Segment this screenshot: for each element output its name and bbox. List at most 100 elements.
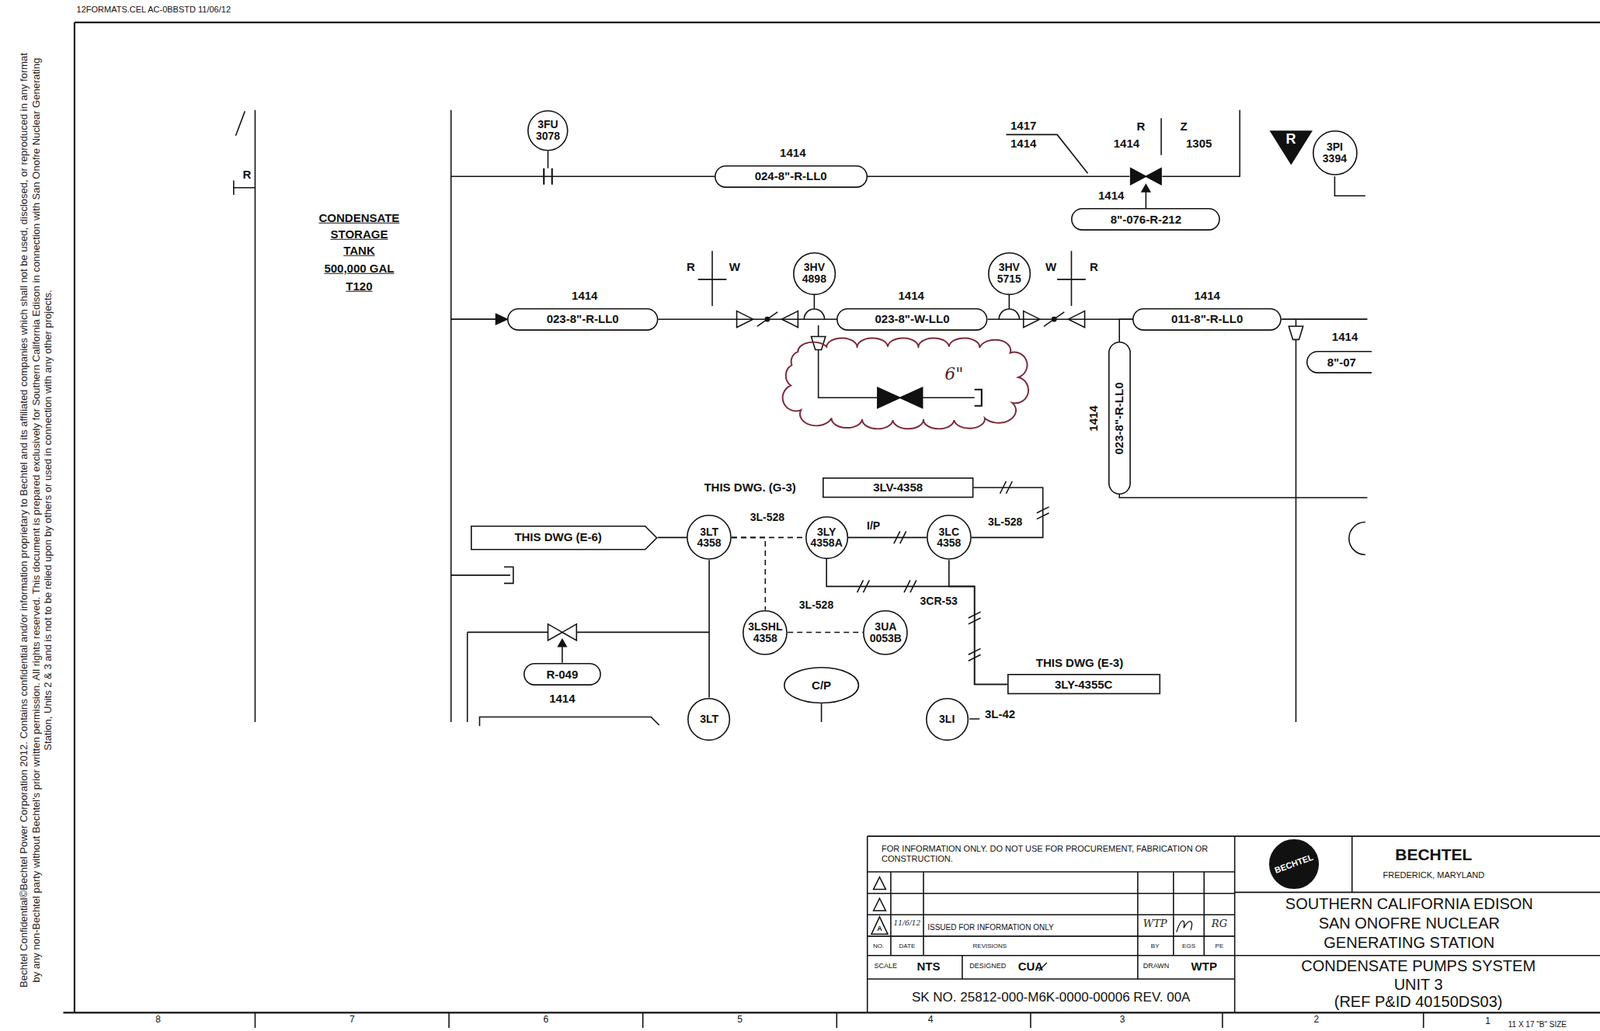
pipe-line [987,318,1134,320]
line-number: 1414 [1332,330,1358,344]
zone-number: 1 [1485,1017,1491,1028]
reducer [1288,326,1303,340]
zone-number: 2 [1313,1015,1319,1026]
tank-tag: T120 [345,280,373,294]
node-text: 3078 [535,130,560,143]
table-header: REVISIONS [973,943,1008,951]
instrument-bubble: 3HV5715 [987,252,1031,296]
zone-number: 3 [1120,1015,1126,1026]
computer-point: C/P [783,667,860,704]
tank-capacity: 500,000 GAL [323,261,394,275]
instrument-bubble: 3LT [687,698,731,741]
node-text: 3PI [1326,141,1343,154]
signal-line [731,537,766,610]
boundary-line [254,110,451,723]
node-text: 3HV [998,261,1020,274]
tag-box: 3LY-4355C [1007,674,1161,695]
signal-line [657,537,687,540]
signal-line [787,632,863,634]
line-tag: 024-8"-R-LL0 [714,165,868,188]
signal-name: 3L-528 [748,512,787,525]
gate-valve [877,387,923,408]
node-shape [507,309,658,331]
company-logo: BECHTEL [1269,839,1319,890]
drawing-frame [62,22,1600,1013]
disclaimer-note: FOR INFORMATION ONLY. DO NOT USE FOR PRO… [881,843,1224,864]
spec-code: W [1045,260,1057,275]
instrument-bubble: 3HV4898 [793,252,836,296]
node-shape [687,515,731,560]
line-number: 1417 [1010,118,1037,133]
valve-stem-arrow [558,640,567,647]
node-shape [925,698,968,741]
revision-date: 11/6/12 [893,920,922,929]
node-shape [524,664,601,686]
node-text: 3LI [939,713,955,726]
zone-number: 4 [928,1015,934,1026]
node-text: 4358 [696,537,721,550]
instrument-tap [547,150,550,168]
line-number: 1414 [1010,137,1037,151]
flow-code: R [243,167,252,181]
node-text: 3LY-4355C [1054,678,1114,692]
zone-number: 8 [155,1015,161,1026]
client-name: SOUTHERN CALIFORNIA EDISON [1285,895,1534,913]
valve-actuator [803,295,825,320]
zone-number: 7 [349,1015,355,1026]
node-shape [1133,309,1281,331]
pipe-line [657,318,837,320]
line-number: 1414 [1087,405,1101,432]
table-cell: CUA [1018,960,1044,974]
signature [1038,921,1192,971]
spec-code: Z [1179,120,1187,134]
valve-stem [1145,191,1148,209]
line-number: 1305 [1186,137,1212,151]
node-shape [927,515,971,560]
plant-name: GENERATING STATION [1323,934,1495,952]
line-tag: 023-8"-W-LL0 [836,308,988,331]
revision-mark: A [876,925,883,934]
table-header: DRAWN [1143,963,1170,972]
node-text: 023-8"-R-LL0 [546,313,620,326]
zone-ticks [254,1012,1423,1029]
flow-element [543,168,553,185]
node-text: 4358 [753,633,778,645]
node-shape [1269,840,1319,889]
signal-line [971,487,1044,538]
signal-name: 3L-42 [984,707,1016,721]
zone-number: 6 [543,1015,550,1026]
spec-code: R [686,260,696,275]
plant-name: SAN ONOFRE NUCLEAR [1318,914,1500,933]
company-name: BECHTEL [1394,845,1472,864]
file-stamp: 12FORMATS.CEL AC-0BBSTD 11/06/12 [76,4,231,14]
node-text: 3LSHL [747,621,783,634]
instrument-bubble: 3FU3078 [527,110,569,152]
node-text: 3LT [699,713,719,726]
instrument-bubble: 3UA0053B [862,610,908,656]
valve-stem [561,645,564,663]
tank-name: STORAGE [330,228,388,242]
node-shape [805,517,848,560]
line-number: 1414 [571,289,598,303]
drawing-reference: (REF P&ID 40150DS03) [1334,993,1503,1011]
line-number: 1414 [1098,189,1124,203]
instrument-bubble: 3LY4358A [805,516,849,560]
node-text: 3HV [803,261,825,274]
signal-line [949,560,1008,685]
drawing-reference: THIS DWG. (G-3) [703,481,796,495]
pipe-line [1119,319,1133,342]
line-tag: 011-8"-R-LL0 [1132,308,1282,331]
node-text: 011-8"-R-LL0 [1171,313,1243,326]
node-text: 8"-076-R-212 [1110,213,1182,227]
spec-code: R [1136,120,1145,134]
table-header: NO. [873,943,884,951]
signal-name: 3L-528 [986,516,1024,529]
node-shape [471,525,658,550]
signal-name: I/P [865,520,882,533]
pipe-line [467,632,710,723]
line-tag: 023-8"-R-LL0 [1108,341,1131,495]
instrument-bubble: 3LI [925,698,969,741]
partial-instrument-bubble [1349,522,1366,556]
tag-box: 3LV-4358 [822,477,974,498]
node-shape [1270,131,1312,164]
